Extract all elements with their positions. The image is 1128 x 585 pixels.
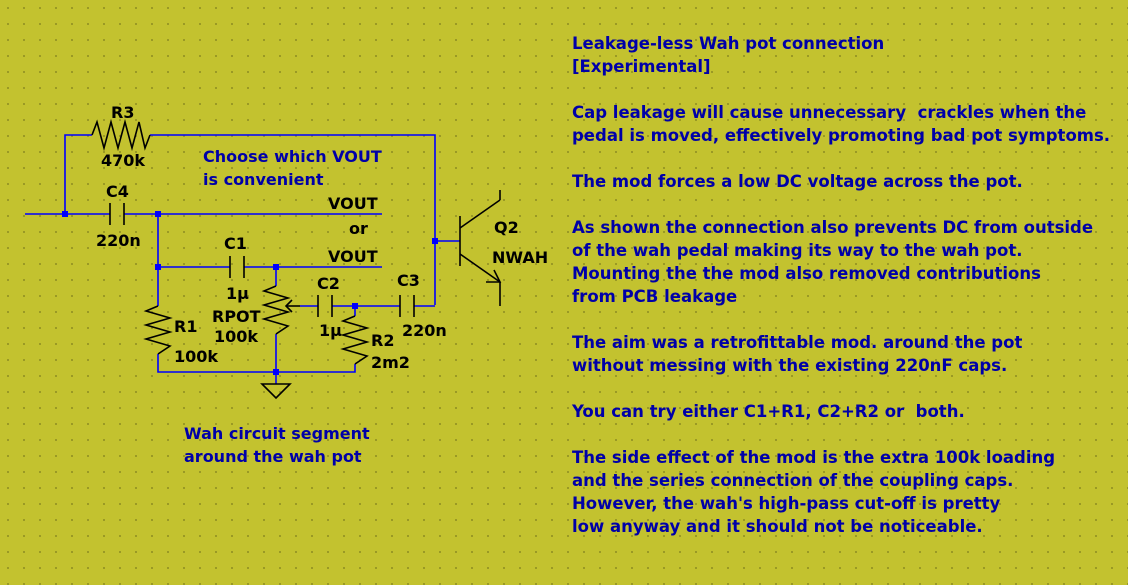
c3-value: 220n — [402, 321, 447, 340]
r1-value: 100k — [174, 347, 218, 366]
r3-name: R3 — [111, 103, 134, 122]
note-segment-line1: Wah circuit segment — [184, 424, 370, 443]
transistor-q2 — [459, 190, 502, 306]
c1-name: C1 — [224, 234, 247, 253]
note-choose-line1: Choose which VOUT — [203, 147, 382, 166]
description-paragraph-2: The mod forces a low DC voltage across t… — [572, 172, 1023, 191]
r2-value: 2m2 — [371, 353, 410, 372]
resistor-r3 — [91, 118, 151, 152]
capacitor-c2 — [317, 295, 333, 317]
rpot-name: RPOT — [212, 307, 261, 326]
junctions — [62, 211, 438, 375]
description-paragraph-3: As shown the connection also prevents DC… — [572, 218, 1094, 306]
r1-name: R1 — [174, 317, 197, 336]
c1-value: 1µ — [226, 284, 249, 303]
c3-name: C3 — [397, 271, 420, 290]
c2-name: C2 — [317, 274, 340, 293]
potentiometer-wiper — [284, 299, 300, 313]
resistor-r1 — [143, 305, 173, 355]
q2-name: Q2 — [494, 218, 519, 237]
note-choose-line2: is convenient — [203, 170, 324, 189]
vout-label-bottom: VOUT — [328, 247, 378, 266]
description-title: Leakage-less Wah pot connection [Experim… — [572, 34, 885, 76]
note-segment-line2: around the wah pot — [184, 447, 362, 466]
wire-r3-left — [64, 134, 92, 214]
wire-r3-right — [150, 134, 436, 305]
capacitor-c4 — [109, 203, 125, 225]
resistor-r2 — [340, 315, 370, 365]
wire-ground-rail — [157, 354, 356, 373]
description-paragraph-4: The aim was a retrofittable mod. around … — [572, 333, 1023, 375]
description-paragraph-6: The side effect of the mod is the extra … — [572, 448, 1056, 536]
capacitor-c1 — [229, 256, 245, 278]
r3-value: 470k — [101, 151, 145, 170]
potentiometer-rpot — [261, 285, 291, 335]
description-paragraph-5: You can try either C1+R1, C2+R2 or both. — [572, 402, 965, 421]
vout-label-top: VOUT — [328, 194, 378, 213]
q2-value: NWAH — [492, 248, 548, 267]
c4-name: C4 — [106, 182, 129, 201]
or-label: or — [349, 219, 368, 238]
c2-value: 1µ — [319, 321, 342, 340]
rpot-value: 100k — [214, 327, 258, 346]
description-paragraph-1: Cap leakage will cause unnecessary crack… — [572, 103, 1111, 145]
wires — [25, 134, 460, 384]
ground-icon — [260, 383, 292, 400]
c4-value: 220n — [96, 231, 141, 250]
capacitor-c3 — [399, 295, 415, 317]
r2-name: R2 — [371, 331, 394, 350]
